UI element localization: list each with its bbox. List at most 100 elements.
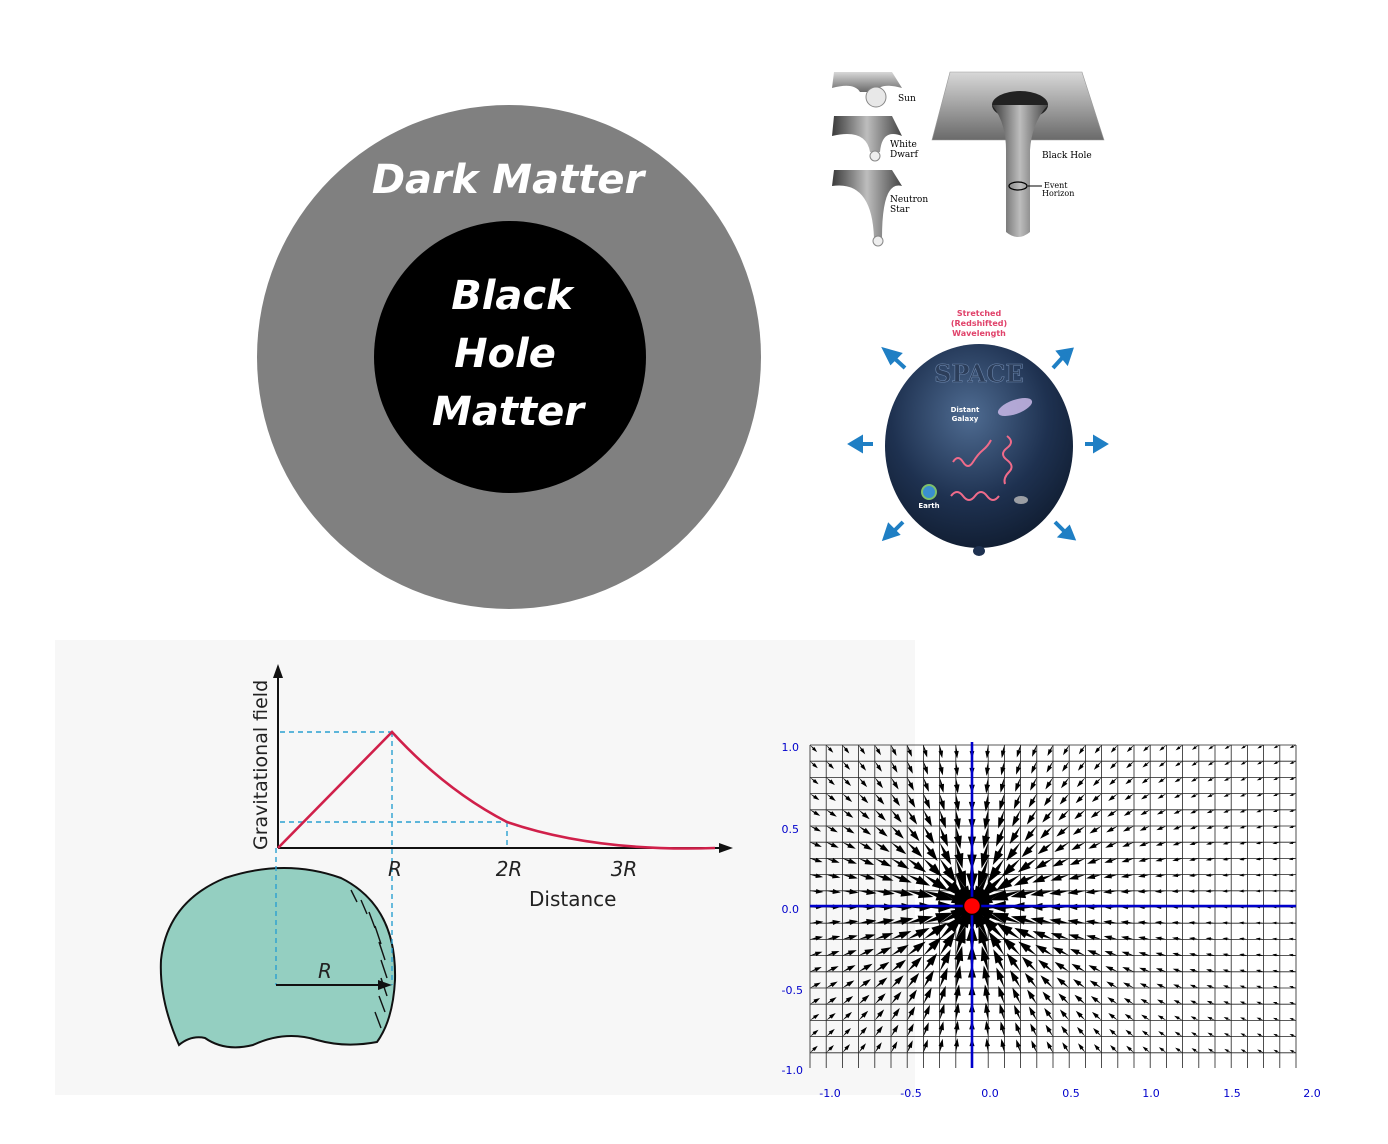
field-arrow <box>980 842 990 869</box>
field-arrow <box>907 858 927 873</box>
field-arrow <box>1257 761 1264 765</box>
y-tick-labels: 1.0 0.5 0.0 -0.5 -1.0 <box>782 741 804 1077</box>
field-arrow <box>891 793 901 807</box>
x-tick-labels: -1.0 -0.5 0.0 0.5 1.0 1.5 2.0 <box>819 1087 1320 1100</box>
field-arrow <box>842 950 857 956</box>
field-arrow <box>1190 793 1199 798</box>
field-arrow <box>1090 996 1102 1005</box>
field-arrow <box>826 997 837 1005</box>
field-arrow <box>1021 956 1037 972</box>
black-hole-well-label: Black Hole <box>1042 151 1092 161</box>
field-arrow <box>1154 920 1167 925</box>
field-arrow <box>858 777 868 788</box>
field-arrow <box>1122 967 1134 972</box>
field-arrow <box>907 842 923 858</box>
field-arrow <box>810 935 824 941</box>
field-arrow <box>1222 857 1232 861</box>
field-arrow <box>1175 745 1183 751</box>
field-arrow <box>1256 1033 1264 1037</box>
field-arrow <box>1272 1017 1280 1021</box>
field-arrow <box>939 985 946 1005</box>
field-arrow <box>1240 1033 1248 1037</box>
field-arrow <box>1032 874 1053 883</box>
field-arrow <box>1139 983 1151 988</box>
field-arrow <box>1110 745 1118 753</box>
field-arrow <box>1049 888 1070 896</box>
field-arrow <box>874 1042 882 1053</box>
field-arrow <box>1189 984 1199 989</box>
field-arrow <box>858 761 867 771</box>
field-arrow <box>1239 937 1248 941</box>
field-arrow <box>1071 842 1086 851</box>
field-arrow <box>1223 1017 1232 1021</box>
field-arrow <box>1157 1015 1167 1021</box>
field-arrow <box>1120 889 1134 894</box>
field-arrow <box>998 985 1005 1005</box>
neutron-star-label-1: Neutron <box>890 195 928 205</box>
field-arrow <box>982 965 991 988</box>
field-arrow <box>1191 777 1199 782</box>
field-arrow <box>1189 857 1199 862</box>
field-arrow <box>810 998 821 1005</box>
field-arrow <box>1222 889 1232 893</box>
field-arrow <box>1289 986 1296 989</box>
field-arrow <box>953 793 961 812</box>
field-arrow <box>1222 969 1232 973</box>
field-arrow <box>1205 889 1215 893</box>
field-arrow <box>1207 793 1215 798</box>
field-arrow <box>1206 809 1215 814</box>
field-arrow <box>874 826 888 837</box>
field-arrow <box>1000 761 1006 776</box>
field-arrow <box>858 842 873 851</box>
field-arrow <box>984 1038 990 1053</box>
field-arrow <box>1126 761 1134 769</box>
field-arrow <box>1156 826 1167 831</box>
field-arrow <box>1239 857 1248 861</box>
field-arrow <box>1061 777 1070 789</box>
field-arrow <box>1239 825 1248 829</box>
field-arrow <box>891 826 904 839</box>
field-arrow <box>1288 969 1296 973</box>
field-arrow <box>1172 952 1183 957</box>
field-arrow <box>1063 745 1070 756</box>
y-tick: 1.0 <box>782 741 800 754</box>
field-arrow <box>891 959 907 972</box>
field-arrow <box>874 977 888 988</box>
field-arrow <box>954 1038 960 1053</box>
field-arrow <box>923 761 928 775</box>
field-arrow <box>1123 982 1134 988</box>
field-arrow <box>923 842 938 861</box>
concentric-diagram: Dark Matter Black Hole Matter <box>257 105 761 609</box>
field-arrow <box>1288 889 1296 893</box>
field-arrow <box>1075 1010 1086 1021</box>
field-arrow <box>1045 777 1053 790</box>
field-arrow <box>1175 761 1183 767</box>
field-arrow <box>1106 981 1118 988</box>
field-arrow <box>1006 842 1021 861</box>
field-arrow <box>1172 841 1183 846</box>
field-arrow <box>1191 761 1199 766</box>
field-arrow <box>1085 919 1102 926</box>
field-arrow <box>1272 985 1280 989</box>
field-arrow <box>810 967 822 972</box>
field-arrow <box>810 1029 819 1037</box>
field-arrow <box>1027 989 1037 1005</box>
field-arrow <box>1240 793 1248 797</box>
field-arrow <box>1013 874 1037 886</box>
field-arrow <box>1272 953 1280 957</box>
field-arrow <box>1188 889 1199 893</box>
field-arrow <box>923 1039 928 1053</box>
field-arrow <box>1239 953 1248 957</box>
field-arrow <box>1155 857 1167 862</box>
field-arrow <box>973 908 989 940</box>
field-arrow <box>810 761 818 769</box>
field-arrow <box>1206 841 1215 845</box>
guide-lines <box>275 731 508 985</box>
planet-sphere <box>159 867 397 1049</box>
wave-3 <box>950 491 1000 501</box>
field-arrow <box>980 945 990 972</box>
field-arrow <box>1224 1048 1232 1053</box>
field-arrow <box>826 981 838 988</box>
x-tick: -1.0 <box>819 1087 840 1100</box>
field-arrow <box>1120 920 1134 925</box>
